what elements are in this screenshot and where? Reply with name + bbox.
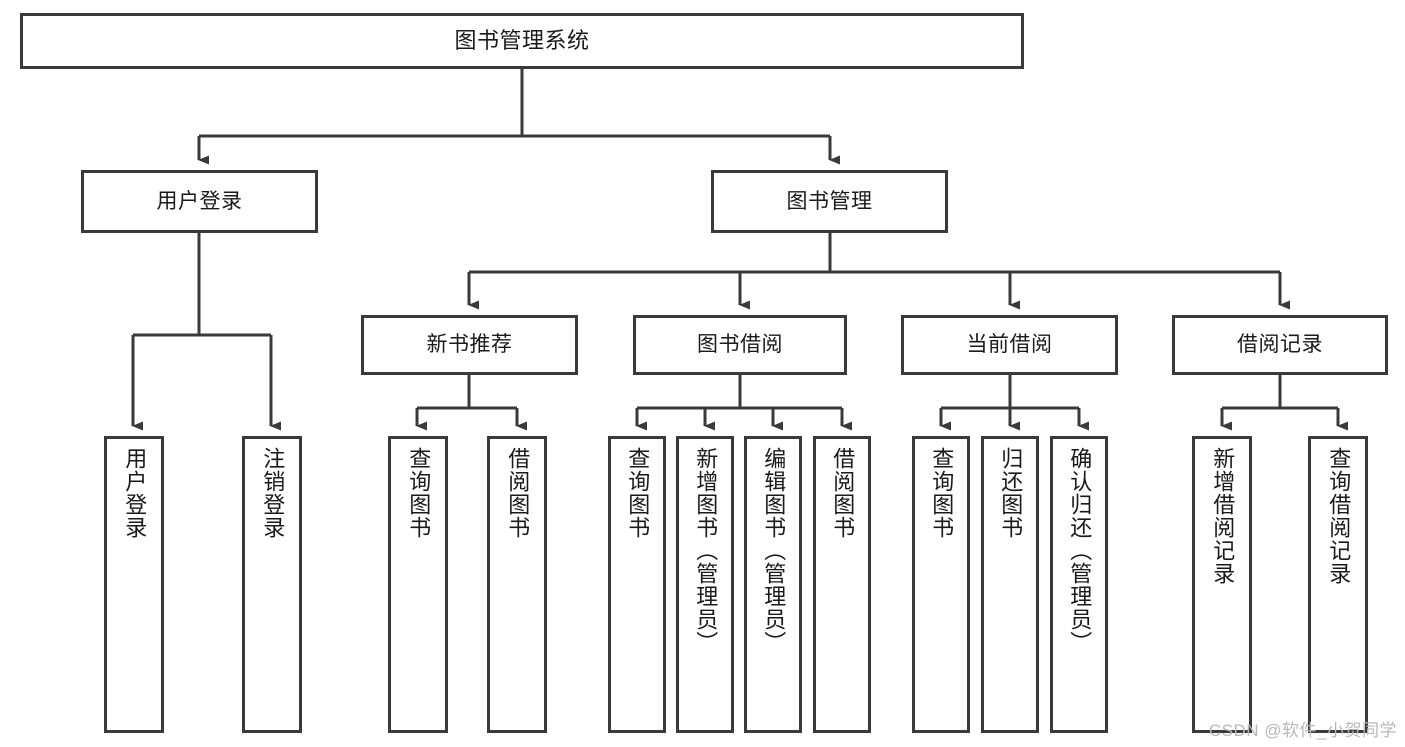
node-label: 查询图书: [406, 447, 432, 539]
node-label: 确认归还（管理员）: [1067, 447, 1093, 654]
node-label: 图书借阅: [697, 333, 783, 357]
node-label: 新书推荐: [426, 333, 513, 357]
node-label: 归还图书: [998, 447, 1024, 539]
node-label: 图书管理: [786, 189, 873, 213]
node-label: 借阅图书: [830, 447, 856, 539]
node-leaf-user-login[interactable]: 用户登录: [104, 436, 164, 733]
node-label: 借阅图书: [505, 447, 531, 539]
node-label: 查询借阅记录: [1326, 447, 1352, 585]
node-leaf-borrow-book-recommend[interactable]: 借阅图书: [487, 436, 547, 733]
node-label: 用户登录: [156, 189, 243, 213]
node-leaf-query-book-recommend[interactable]: 查询图书: [388, 436, 448, 733]
node-label: 当前借阅: [966, 333, 1053, 357]
node-leaf-query-borrow-record[interactable]: 查询借阅记录: [1308, 436, 1368, 733]
node-borrow-record[interactable]: 借阅记录: [1172, 315, 1388, 375]
node-leaf-add-borrow-record[interactable]: 新增借阅记录: [1192, 436, 1252, 733]
node-root-system[interactable]: 图书管理系统: [20, 13, 1024, 69]
node-leaf-query-book-current[interactable]: 查询图书: [912, 436, 970, 733]
node-book-borrow[interactable]: 图书借阅: [633, 315, 847, 375]
node-label: 用户登录: [122, 447, 148, 539]
node-current-borrow[interactable]: 当前借阅: [901, 315, 1118, 375]
node-leaf-return-book[interactable]: 归还图书: [981, 436, 1039, 733]
node-label: 新增借阅记录: [1210, 447, 1236, 585]
node-label: 图书管理系统: [454, 27, 590, 53]
node-user-login[interactable]: 用户登录: [81, 170, 318, 233]
node-leaf-borrow-book[interactable]: 借阅图书: [813, 436, 871, 733]
watermark-text: CSDN @软件_小贺同学: [1208, 721, 1397, 740]
node-book-management[interactable]: 图书管理: [711, 170, 948, 233]
node-label: 编辑图书（管理员）: [761, 447, 787, 654]
node-label: 查询图书: [929, 447, 955, 539]
node-label: 注销登录: [260, 447, 286, 539]
node-leaf-confirm-return-admin[interactable]: 确认归还（管理员）: [1050, 436, 1108, 733]
node-new-book-recommend[interactable]: 新书推荐: [361, 315, 578, 375]
node-leaf-edit-book-admin[interactable]: 编辑图书（管理员）: [744, 436, 802, 733]
node-label: 新增图书（管理员）: [693, 447, 719, 654]
node-leaf-query-book-borrow[interactable]: 查询图书: [608, 436, 666, 733]
node-label: 查询图书: [625, 447, 651, 539]
node-leaf-logout[interactable]: 注销登录: [242, 436, 302, 733]
node-label: 借阅记录: [1237, 333, 1323, 357]
node-leaf-add-book-admin[interactable]: 新增图书（管理员）: [676, 436, 734, 733]
